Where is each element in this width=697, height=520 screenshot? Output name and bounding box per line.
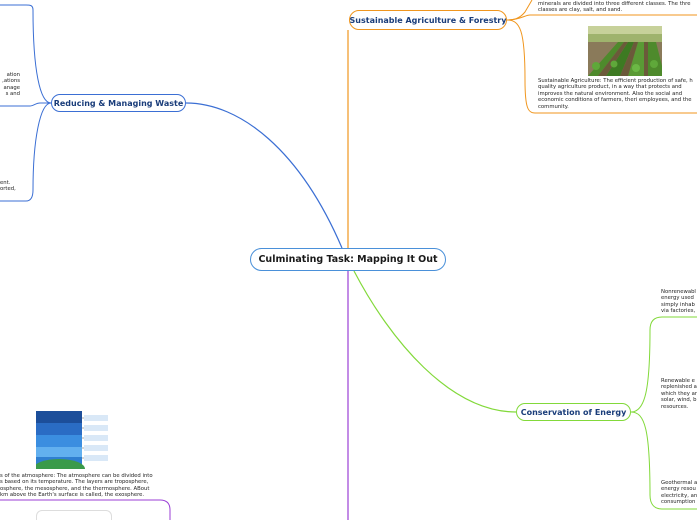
link-agri-sub-mid xyxy=(506,14,697,21)
branch-reducing-managing-waste[interactable]: Reducing & Managing Waste xyxy=(51,94,186,112)
branch-sustainable-agriculture[interactable]: Sustainable Agriculture & Forestry xyxy=(349,10,507,30)
link-waste-sub-top xyxy=(0,4,52,104)
link-agri-sub-bot xyxy=(506,19,697,114)
waste-note-a: ation ations, anage s and xyxy=(2,72,20,98)
geothermal-note: Geothermal a energy resou electricity, a… xyxy=(661,480,697,506)
renewable-note: Renewable e replenished a which they ar … xyxy=(661,378,697,410)
soil-note: minerals are divided into three differen… xyxy=(538,1,691,14)
link-waste-sub-bot xyxy=(0,102,52,202)
nonrenewable-note: Nonrenewabl energy used simply inhab via… xyxy=(661,289,696,315)
branch-conservation-energy[interactable]: Conservation of Energy xyxy=(516,403,631,421)
link-central-energy xyxy=(353,270,517,413)
link-purple-sub xyxy=(0,499,171,520)
atmosphere-layers-diagram xyxy=(36,411,110,469)
link-energy-sub-bot xyxy=(630,411,697,510)
central-topic[interactable]: Culminating Task: Mapping It Out xyxy=(250,248,446,271)
waste-note-b: ent. orted, xyxy=(0,180,16,193)
link-central-waste xyxy=(185,102,343,249)
sustainable-agriculture-note: Sustainable Agriculture: The efficient p… xyxy=(538,78,693,110)
partial-node-bottom[interactable] xyxy=(36,510,112,520)
link-agri-sub-top xyxy=(506,0,533,21)
link-waste-sub-mid xyxy=(0,102,51,107)
atmosphere-note: s of the atmosphere: The atmosphere can … xyxy=(0,473,153,499)
link-energy-sub-top xyxy=(630,316,697,413)
farm-field-photo xyxy=(588,26,662,76)
